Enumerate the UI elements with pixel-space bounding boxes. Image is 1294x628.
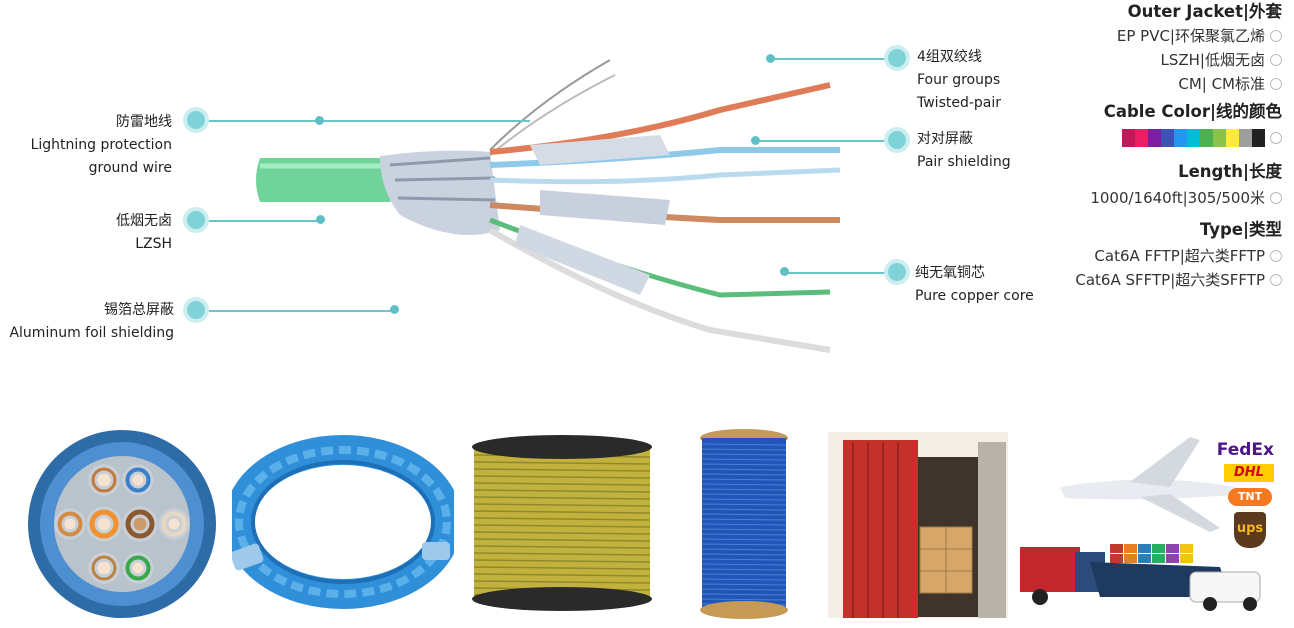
- color-swatch[interactable]: [1252, 129, 1265, 147]
- radio-icon[interactable]: [1270, 132, 1282, 144]
- callout-groups-en1: Four groups: [917, 72, 1001, 88]
- callout-pair-zh: 对对屏蔽: [917, 131, 973, 147]
- color-swatch[interactable]: [1239, 129, 1252, 147]
- callout-twisted-pair: 4组双绞线 Four groups Twisted-pair: [917, 46, 1001, 115]
- radio-icon[interactable]: [1270, 192, 1282, 204]
- tnt-logo: TNT: [1228, 488, 1272, 506]
- cable-spool-yellow-image: [472, 435, 652, 611]
- spec-panel: Outer Jacket|外套 EP PVC|环保聚氯乙烯 LSZH|低烟无卤 …: [1022, 0, 1282, 292]
- callout-pair-shielding: 对对屏蔽 Pair shielding: [917, 128, 1011, 174]
- cable-cross-section-image: [28, 430, 216, 618]
- color-swatch[interactable]: [1200, 129, 1213, 147]
- callout-ground-wire: 防雷地线 Lightning protection ground wire: [31, 111, 172, 180]
- callout-ground-en1: Lightning protection: [30, 137, 172, 153]
- spec-jacket-option-2[interactable]: LSZH|低烟无卤: [1022, 48, 1282, 72]
- callout-lszh: 低烟无卤 LZSH: [116, 210, 172, 256]
- cable-spool-blue-image: [700, 429, 788, 619]
- spec-color-title: Cable Color|线的颜色: [1103, 102, 1282, 121]
- color-swatch-strip[interactable]: [1122, 129, 1265, 147]
- callout-ground-en2: ground wire: [88, 160, 172, 176]
- cable-diagram: [256, 59, 841, 353]
- spec-length-option-1[interactable]: 1000/1640ft|305/500米: [1022, 186, 1282, 210]
- callout-copper-en: Pure copper core: [915, 288, 1034, 304]
- spec-type-option-1[interactable]: Cat6A FFTP|超六类FFTP: [1022, 244, 1282, 268]
- color-swatch[interactable]: [1148, 129, 1161, 147]
- spec-jacket-option-3[interactable]: CM| CM标准: [1022, 72, 1282, 96]
- dhl-logo: DHL: [1224, 464, 1274, 482]
- callout-copper-zh: 纯无氧铜芯: [915, 265, 985, 281]
- logistics-image: FedEx DHL TNT ups: [1020, 432, 1280, 620]
- callout-groups-zh: 4组双绞线: [917, 49, 982, 65]
- color-swatch[interactable]: [1135, 129, 1148, 147]
- spec-jacket-option-2-label: LSZH|低烟无卤: [1160, 51, 1266, 69]
- patch-cable-coil-image: [232, 435, 454, 609]
- spec-jacket-option-1-label: EP PVC|环保聚氯乙烯: [1116, 27, 1265, 45]
- color-swatch[interactable]: [1187, 129, 1200, 147]
- spec-length-option-1-label: 1000/1640ft|305/500米: [1090, 189, 1265, 207]
- ups-logo-text: ups: [1236, 521, 1264, 536]
- radio-icon[interactable]: [1270, 78, 1282, 90]
- dhl-logo-text: DHL: [1234, 465, 1264, 480]
- callout-pair-en: Pair shielding: [917, 154, 1011, 170]
- color-swatch[interactable]: [1213, 129, 1226, 147]
- radio-icon[interactable]: [1270, 30, 1282, 42]
- spec-type-option-1-label: Cat6A FFTP|超六类FFTP: [1094, 247, 1265, 265]
- color-swatch[interactable]: [1174, 129, 1187, 147]
- spec-jacket-option-1[interactable]: EP PVC|环保聚氯乙烯: [1022, 24, 1282, 48]
- color-swatch[interactable]: [1122, 129, 1135, 147]
- spec-jacket-option-3-label: CM| CM标准: [1178, 75, 1265, 93]
- radio-icon[interactable]: [1270, 250, 1282, 262]
- spec-length-title: Length|长度: [1178, 162, 1282, 181]
- spec-jacket-title: Outer Jacket|外套: [1127, 2, 1282, 21]
- color-swatch[interactable]: [1161, 129, 1174, 147]
- spec-type-option-2[interactable]: Cat6A SFFTP|超六类SFFTP: [1022, 268, 1282, 292]
- spec-color-row[interactable]: [1022, 126, 1282, 150]
- color-swatch[interactable]: [1226, 129, 1239, 147]
- fedex-logo-text: FedEx: [1216, 440, 1274, 460]
- spec-type-option-2-label: Cat6A SFFTP|超六类SFFTP: [1075, 271, 1265, 289]
- callout-ground-zh: 防雷地线: [116, 114, 172, 130]
- callout-foil-en: Aluminum foil shielding: [9, 325, 174, 341]
- callout-lszh-zh: 低烟无卤: [116, 213, 172, 229]
- fedex-logo: FedEx: [1217, 440, 1274, 460]
- radio-icon[interactable]: [1270, 54, 1282, 66]
- callout-foil-zh: 锡箔总屏蔽: [104, 302, 174, 318]
- ups-logo: ups: [1234, 512, 1266, 548]
- callout-groups-en2: Twisted-pair: [917, 95, 1002, 111]
- shipping-container-image: [828, 432, 1008, 618]
- radio-icon[interactable]: [1270, 274, 1282, 286]
- spec-type-title: Type|类型: [1199, 220, 1282, 239]
- callout-lszh-en: LZSH: [135, 236, 172, 252]
- callout-foil: 锡箔总屏蔽 Aluminum foil shielding: [9, 299, 174, 345]
- tnt-logo-text: TNT: [1237, 490, 1263, 503]
- logistics-illustration: [1020, 437, 1261, 611]
- callout-copper-core: 纯无氧铜芯 Pure copper core: [915, 262, 1034, 308]
